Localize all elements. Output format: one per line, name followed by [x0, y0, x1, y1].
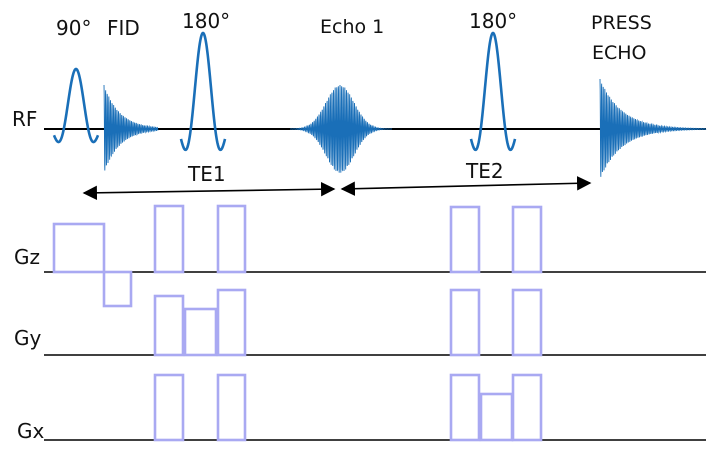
- gy-crusher-1b: [216, 288, 247, 357]
- gx-crusher-1a: [153, 373, 185, 442]
- rf-180-pulse-1: [179, 31, 227, 152]
- press-echo-signal: [599, 78, 707, 177]
- row-label-gz: Gz: [14, 245, 40, 269]
- row-label-rf: RF: [12, 107, 37, 131]
- rf-90-pulse: [52, 67, 100, 144]
- label-180-pulse-1: 180°: [182, 9, 230, 33]
- label-te2: TE2: [465, 159, 504, 183]
- te2-arrow: [340, 176, 592, 196]
- gy-slice-select-1: [183, 307, 218, 357]
- gx-crusher-1b: [216, 373, 247, 442]
- fid-signal: [103, 84, 159, 171]
- row-label-gy: Gy: [14, 326, 41, 350]
- gx-crusher-2a: [449, 373, 481, 442]
- gy-crusher-1a: [153, 294, 185, 357]
- rf-180-pulse-2: [469, 31, 517, 152]
- rf-waveforms: [52, 31, 707, 177]
- label-echo: ECHO: [592, 42, 647, 64]
- label-90-pulse: 90°: [56, 16, 91, 40]
- label-fid: FID: [107, 16, 140, 40]
- gy-crusher-2b: [511, 288, 543, 357]
- gx-crusher-2b: [511, 373, 543, 442]
- label-echo-1: Echo 1: [320, 16, 384, 38]
- gz-crusher-1b: [216, 204, 247, 274]
- gz-rephase-lobe: [102, 270, 133, 308]
- gz-crusher-2b: [511, 205, 543, 274]
- gx-slice-select-2: [479, 392, 514, 442]
- label-press: PRESS: [591, 12, 652, 34]
- label-te1: TE1: [187, 162, 226, 186]
- label-180-pulse-2: 180°: [469, 9, 517, 33]
- echo-1-signal: [289, 84, 393, 173]
- gz-crusher-2a: [449, 205, 481, 274]
- te1-arrow: [82, 182, 336, 200]
- gz-slice-select-lobe: [52, 222, 106, 274]
- gy-crusher-2a: [449, 288, 481, 357]
- gz-crusher-1a: [153, 204, 185, 274]
- row-label-gx: Gx: [17, 419, 44, 443]
